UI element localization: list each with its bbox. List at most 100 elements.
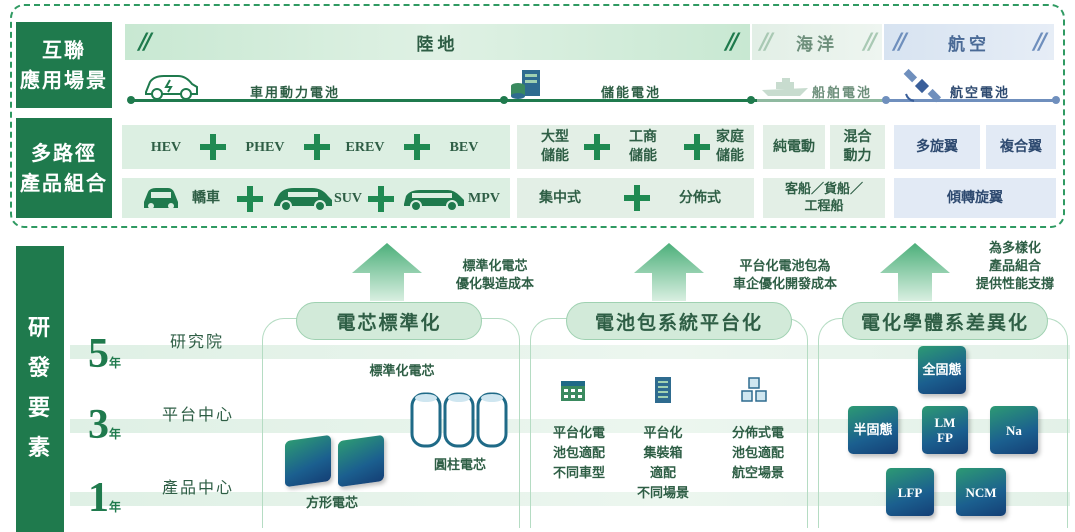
year-number: 3 [88,402,109,448]
pillar-title-chemistry: 電化學體系差異化 [842,302,1048,340]
hev-label: HEV [150,139,182,155]
year-3-marker: 3年 [88,401,121,449]
year-5-marker: 5年 [88,330,121,378]
year-1-marker: 1年 [88,474,121,522]
year-number: 1 [88,475,109,521]
plus-icon [402,132,432,162]
pillar-note-pack: 平台化電池包為 車企優化開發成本 [732,259,837,292]
slash-icon: // [894,30,907,55]
label-char: 素 [27,436,52,461]
line-dot [500,96,508,104]
sea-scenario-line [757,99,885,102]
calendar-icon [561,381,585,401]
pillar-title-cell: 電芯標準化 [296,302,482,340]
ship-icon [762,78,808,96]
hybrid-label: 混合 動力 [830,125,885,169]
home-storage-label: 家庭 儲能 [716,129,744,164]
pure-electric-label: 純電動 [763,125,825,169]
land-scenario-line [131,99,757,102]
ship-battery-label: 船舶電池 [812,86,873,101]
container-icon [655,377,671,403]
mpv-label: MPV [468,190,500,206]
vehicle-battery-label: 車用動力電池 [250,86,341,101]
slash-icon: // [1033,30,1047,55]
label-line-2: 產品組合 [20,171,108,195]
cylinder-caption: 圓柱電芯 [433,458,486,473]
distributed-label: 分佈式 [679,189,721,206]
year-band-5 [70,345,1070,359]
up-arrow-icon [880,243,950,301]
sedan-label: 轎車 [192,189,220,206]
energy-storage-icon [511,70,540,99]
research-institute-label: 研究院 [170,332,225,351]
line-dot [747,96,755,104]
land-banner-label: 陸地 [416,34,459,55]
lmfp-cube: LM FP [922,406,968,454]
commercial-storage-label: 工商 儲能 [629,129,657,164]
prism-caption: 方形電芯 [305,496,358,511]
year-unit: 年 [109,356,122,370]
storage-scale-row [517,125,754,169]
application-scenario-label: 互聯 應用場景 [16,22,112,108]
slash-icon: // [725,30,739,55]
compound-wing-label: 複合翼 [986,125,1056,169]
up-arrow-icon [634,243,704,301]
electric-car-icon [145,75,198,100]
pillar-title-pack: 電池包系統平台化 [566,302,792,340]
pillar-note-chemistry: 為多樣化 產品組合 提供性能支撐 [975,241,1054,292]
tiltrotor-label: 傾轉旋翼 [894,178,1056,218]
plus-icon [198,132,228,162]
product-center-label: 產品中心 [162,478,235,497]
slash-icon: // [760,30,773,55]
prismatic-cell-icon [338,434,384,488]
up-arrow-icon [352,243,422,301]
prismatic-cell-icon [285,434,331,488]
product-path-label: 多路徑 產品組合 [16,118,112,218]
plus-icon [366,184,396,214]
year-unit: 年 [109,500,122,514]
label-line-1: 互聯 [42,38,86,62]
erev-label: EREV [345,139,385,155]
line-dot [882,96,890,104]
platform-container-text: 平台化 集裝箱 適配 不同場景 [636,426,689,501]
plus-icon [622,183,652,213]
slash-icon: // [863,30,877,55]
label-char: 要 [27,396,52,421]
line-dot [127,96,135,104]
multirotor-label: 多旋翼 [894,125,980,169]
large-storage-label: 大型 儲能 [541,129,569,164]
sodium-cube: Na [990,406,1038,454]
satellite-icon [903,68,942,103]
air-banner: // 航空 // [884,24,1054,60]
pillar-note-cell: 標準化電芯 優化製造成本 [455,259,534,292]
standard-cell-caption: 標準化電芯 [369,364,435,379]
air-banner-label: 航空 [948,34,990,55]
sea-banner-label: 海洋 [796,34,838,55]
suv-icon [274,188,332,212]
vessel-types-label: 客船／貨船／ 工程船 [763,178,885,218]
suv-label: SUV [333,190,362,206]
year-band-1 [70,492,1070,506]
centralized-label: 集中式 [539,189,581,206]
ncm-cube: NCM [956,468,1006,516]
aviation-battery-label: 航空電池 [950,86,1011,101]
label-line-1: 多路徑 [31,141,97,165]
sea-banner: // 海洋 // [752,24,882,60]
year-unit: 年 [109,427,122,441]
line-dot [1052,96,1060,104]
scenario-container [10,4,1065,228]
year-band-3 [70,419,1070,433]
slash-icon: // [139,30,152,55]
lfp-cube: LFP [886,468,934,516]
bev-label: BEV [449,139,479,155]
air-scenario-line [885,99,1055,102]
semi-solid-cube: 半固態 [848,406,898,454]
platform-vehicle-text: 平台化電 池包適配 不同車型 [552,426,605,481]
platform-center-label: 平台中心 [162,405,235,424]
label-line-2: 應用場景 [20,68,108,92]
label-char: 研 [27,316,52,341]
land-banner: // 陸地 // [125,24,750,60]
plus-icon [302,132,332,162]
year-number: 5 [88,331,109,377]
rd-elements-label: 研 發 要 素 [16,246,64,532]
